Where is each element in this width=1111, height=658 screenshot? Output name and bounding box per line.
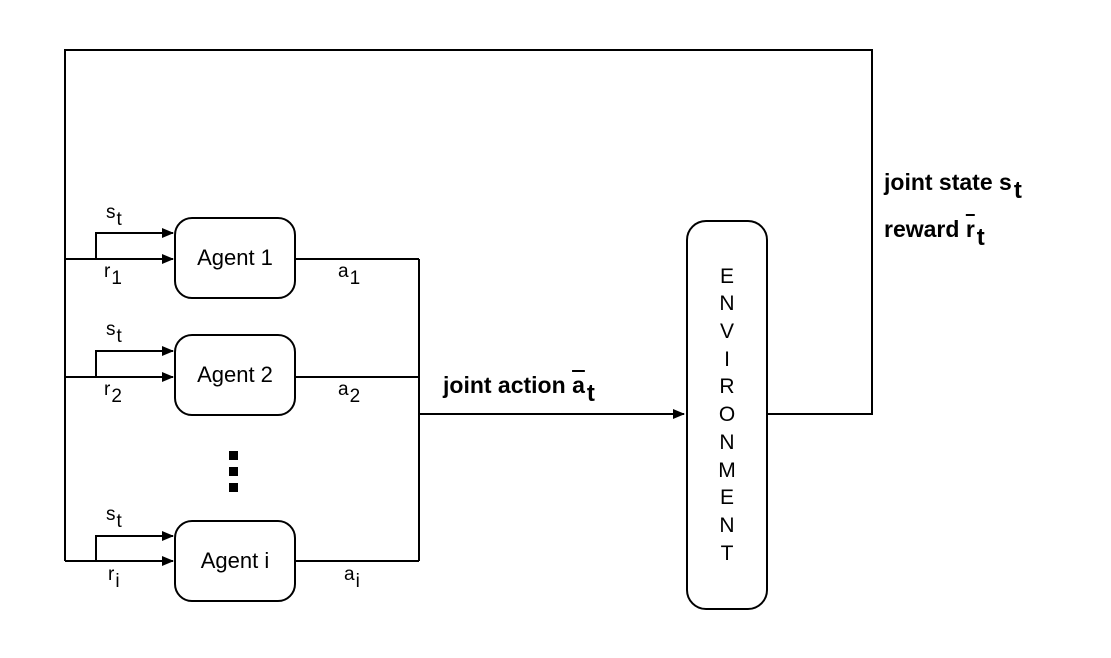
joint-state-label: joint state st — [884, 169, 1022, 204]
environment-letter: N — [719, 513, 735, 537]
ellipsis-dots — [229, 451, 239, 499]
agent-1-label: Agent 1 — [197, 245, 273, 270]
reward-label-agent-1: r1 — [104, 261, 122, 289]
environment-letter: E — [719, 486, 734, 510]
environment-box: E N V I R O N M E N T — [686, 220, 768, 610]
state-arrow-agent-1 — [95, 228, 174, 259]
environment-letter: N — [719, 430, 735, 454]
state-label-agent-1: st — [106, 202, 122, 230]
ellipsis-dot — [229, 451, 238, 460]
environment-letter: V — [719, 320, 734, 344]
reward-label: reward rt — [884, 216, 985, 251]
environment-letter: T — [720, 541, 734, 565]
agent-i-box: Agent i — [174, 520, 296, 602]
environment-letter: N — [719, 292, 735, 316]
state-arrow-agent-i — [95, 531, 174, 561]
agent-2-label: Agent 2 — [197, 362, 273, 387]
environment-letter: E — [719, 264, 734, 288]
environment-letter: R — [719, 375, 735, 399]
agent-i-label: Agent i — [200, 548, 270, 573]
agent-2-box: Agent 2 — [174, 334, 296, 416]
action-label-agent-2: a2 — [338, 379, 361, 407]
joint-action-label: joint action at — [443, 372, 595, 407]
environment-letter: I — [724, 347, 730, 371]
state-arrow-agent-2 — [95, 346, 174, 377]
environment-letter: O — [718, 403, 736, 427]
state-label-agent-i: st — [106, 504, 122, 532]
reward-label-agent-2: r2 — [104, 379, 122, 407]
action-label-agent-1: a1 — [338, 261, 361, 289]
environment-letter: M — [718, 458, 736, 482]
feedback-loop-line — [64, 49, 873, 561]
reward-label-agent-i: ri — [108, 564, 120, 592]
agent-1-box: Agent 1 — [174, 217, 296, 299]
ellipsis-dot — [229, 483, 238, 492]
ellipsis-dot — [229, 467, 238, 476]
state-label-agent-2: st — [106, 319, 122, 347]
action-label-agent-i: ai — [344, 564, 360, 592]
